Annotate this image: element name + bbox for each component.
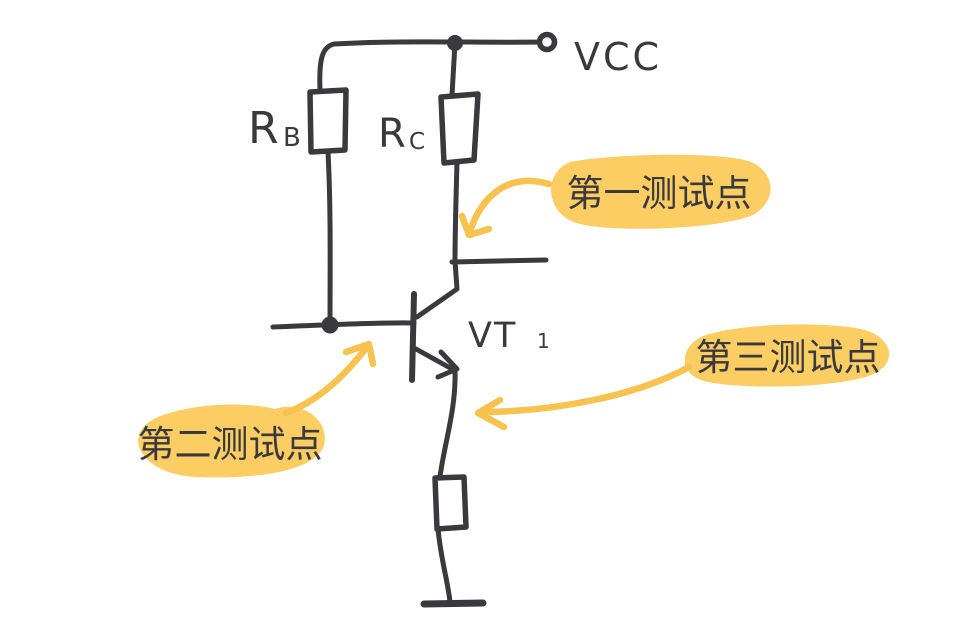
wire-collector-output [449,257,549,265]
arrow-to-emitter-head [474,396,508,431]
test-point-3-label: 第三测试点 [696,336,881,379]
junction-dot-base [321,316,339,334]
wire-ground [435,526,453,605]
arrow-to-base [282,340,377,417]
vcc-label: VCC [574,35,662,79]
circuit-wires [270,39,549,608]
wire-base-input [270,320,417,330]
test-point-bubbles [138,154,890,478]
wire-rc-bottom [452,159,460,264]
transistor-symbol [409,291,460,383]
test-point-2-label: 第二测试点 [138,423,323,466]
wire-rc-top [449,40,458,98]
arrow-to-collector [458,177,553,239]
transistor-label: VT [468,316,517,356]
junction-dot-vcc [447,35,463,51]
vcc-terminal-icon [536,31,558,53]
transistor-base-bar [409,291,417,383]
resistors [307,87,481,532]
wire-top-rail [317,39,543,94]
bubble-test-point-2 [138,404,325,478]
arrow-to-emitter-shaft [482,363,693,416]
test-point-arrows [282,177,693,431]
resistor-rc-label: R [378,111,406,157]
arrow-to-base-shaft [282,343,371,417]
arrow-to-emitter [474,363,693,431]
wire-collector [414,258,460,320]
resistor-rc-subscript: C [409,129,425,155]
arrow-to-collector-shaft [466,177,553,235]
arrow-to-base-head [342,340,377,368]
bubble-test-point-3 [684,324,890,387]
wire-emitter [437,369,458,480]
bubble-test-point-1 [551,154,771,229]
arrow-to-collector-head [458,212,493,239]
resistor-rb-label: R [248,103,279,154]
transistor-subscript: 1 [537,329,550,353]
resistor-emitter-body [432,474,469,532]
transistor-emitter-diagonal [413,346,455,372]
ground-symbol [420,599,487,608]
wire-rb-bottom [325,149,333,327]
resistor-rb-body [307,87,349,155]
resistor-rc-body [438,91,481,166]
resistor-rb-subscript: B [283,123,301,153]
transistor-emitter-arrowhead [435,349,460,380]
test-point-1-label: 第一测试点 [567,172,752,215]
